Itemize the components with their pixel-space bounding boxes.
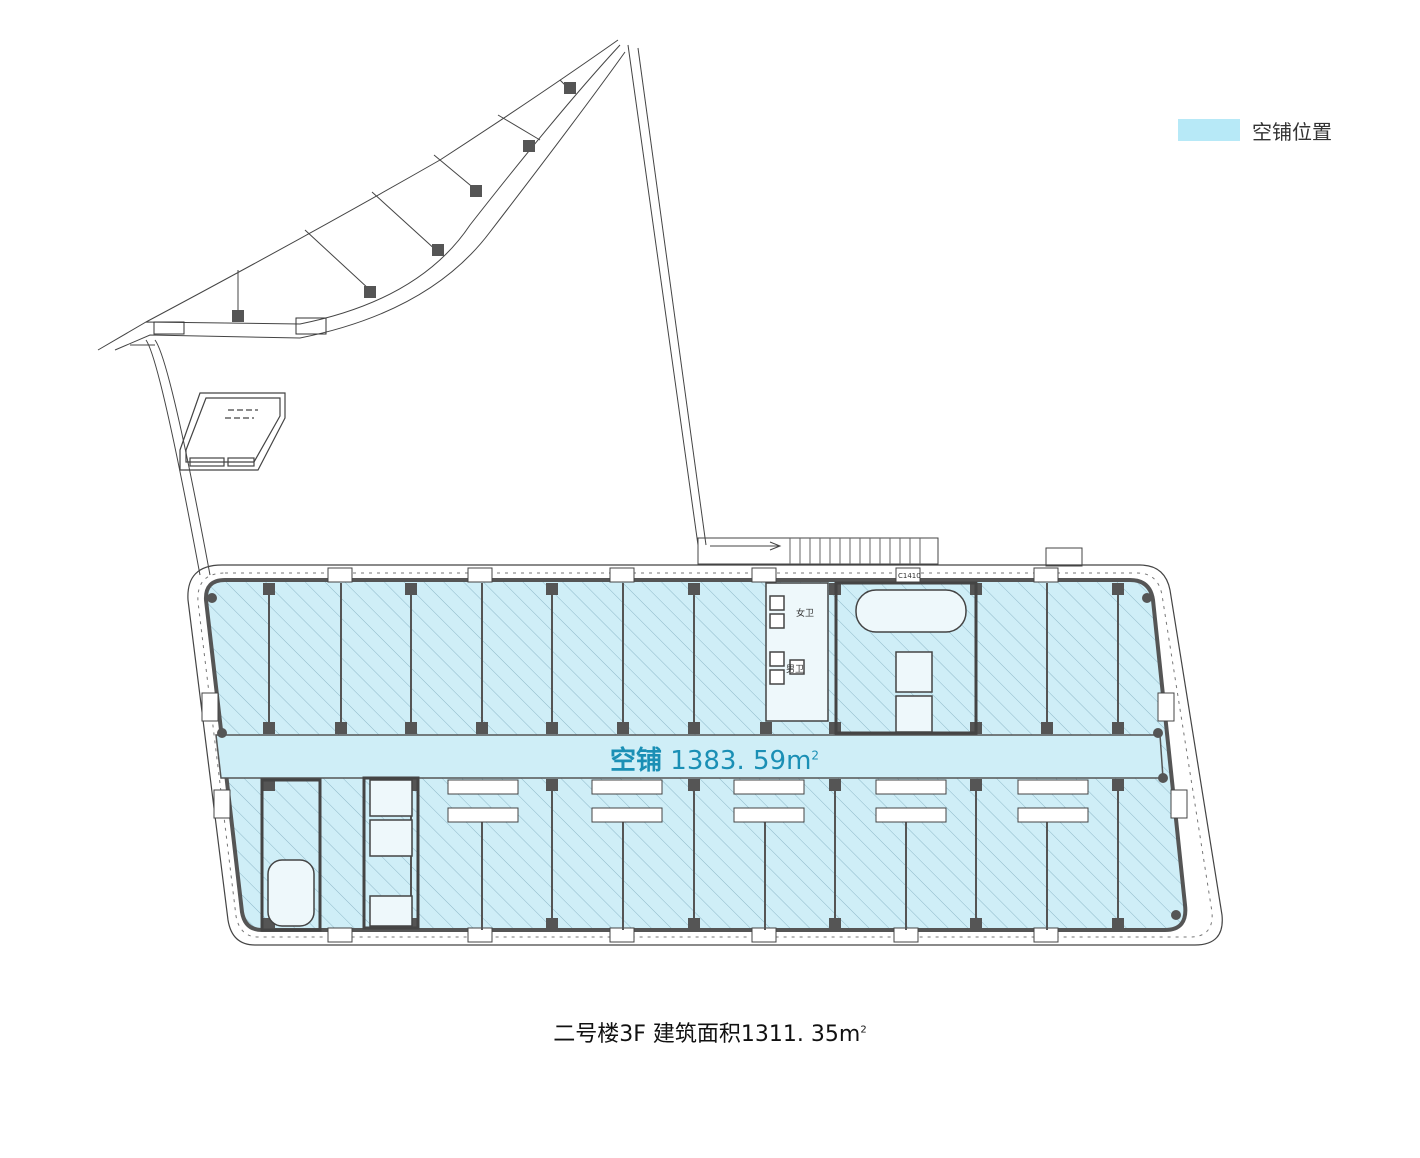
floor-caption: 二号楼3F 建筑面积1311. 35m2 [0,1016,1420,1048]
stair-box [179,392,286,471]
service-core-lower [260,776,420,932]
floor-caption-text: 二号楼3F 建筑面积1311. 35m [553,1022,861,1047]
legend: 空铺位置 [1178,116,1332,144]
window-bays [201,567,1188,943]
vacant-area-label: 空铺 1383. 59m2 [610,740,819,777]
vacant-area-unit-superscript: 2 [811,748,820,763]
vacant-area-prefix: 空铺 [610,746,663,776]
service-core-upper [765,581,978,735]
canopy-wing [97,39,707,576]
female-toilet-label: 女卫 [796,607,814,619]
legend-label: 空铺位置 [1252,119,1332,144]
door-code-label: C1410 [898,572,921,580]
fixture-clusters [447,779,1089,823]
vacant-area-value: 1383. 59m [670,746,812,776]
floor-caption-superscript: 2 [860,1024,867,1036]
outer-balcony [187,564,1223,946]
outer-balcony-inner [197,572,1213,938]
legend-swatch [1178,119,1240,141]
canopy-columns [153,82,576,335]
entrance-ramp [697,537,1083,567]
male-toilet-label: 男卫 [786,664,804,675]
